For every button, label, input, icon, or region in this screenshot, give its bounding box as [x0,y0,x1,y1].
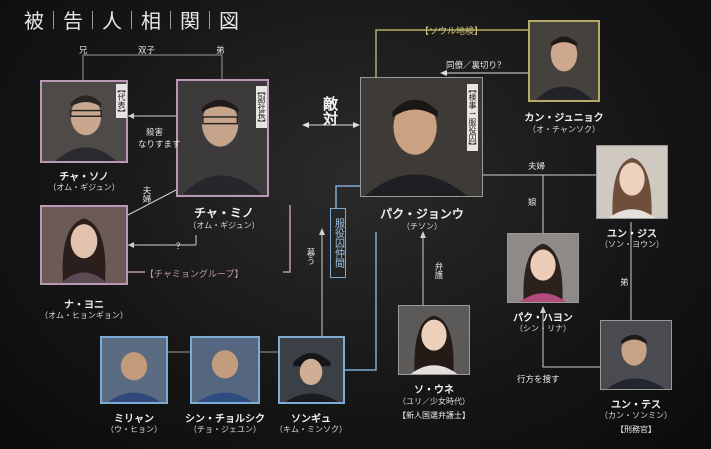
cha-sono-actor: （オム・ギジュン） [48,183,120,192]
title-char: 図 [219,9,239,33]
younger-brother-right-label: 弟 [620,278,629,288]
so-une-role: 【新人国選弁護士】 [398,411,470,420]
park-jeongwoo-name: パク・ジョンウ [380,207,464,221]
impersonate-label: なりすます [138,140,181,150]
park-jeongwoo-role: 【検事→服役囚】 [467,84,478,151]
yoon-teosu-name: ユン・テス [611,400,661,411]
park-jeongwoo-portrait [360,77,483,197]
cha-sono-role: 【代表】 [116,84,127,118]
twins-label: 双子 [138,46,156,56]
yoon-teosu-portrait [600,320,672,390]
cha-mino-role: 【副社長】 [256,86,267,128]
park-hayeon-portrait [507,233,579,303]
songyu-portrait [278,336,345,404]
title-char: 人 [102,9,122,33]
inmate-bracket-right [345,232,377,371]
na-yoni-name: ナ・ヨニ [64,300,104,311]
kang-junhyeok-name: カン・ジュニョク [524,113,604,124]
title-char: 被 [24,9,44,33]
admire-label: 慕う [305,248,315,265]
miryang-name: ミリャン [114,414,154,425]
yoon-jisu-actor: （ソン・ヨウン） [600,240,664,249]
so-une-name: ソ・ウネ [414,385,454,396]
miryang-portrait [100,336,168,404]
murder-label: 殺害 [146,128,164,138]
cha-mino-actor: （オム・ギジュン） [188,221,260,230]
question-label: ？ [176,242,185,252]
cha-mino-portrait [176,79,269,197]
cha-mino-name: チャ・ミノ [194,206,254,220]
na-yoni-actor: （オム・ヒョンギョン） [40,311,128,320]
seoul-prosecutor-tag: 【ソウル地検】 [420,27,484,37]
elder-brother-label: 兄 [79,46,88,56]
na-yoni-portrait [40,205,128,285]
younger-brother-label: 弟 [216,46,225,56]
couple-line-left [127,189,177,216]
cha-sono-name: チャ・ソノ [59,172,109,183]
yoon-jisu-name: ユン・ジス [607,229,657,240]
daughter-label: 娘 [528,198,537,208]
enemy-label-1: 敵対 [321,96,339,126]
so-une-portrait [398,305,470,375]
shin-cheolsik-name: シン・チョルシク [185,414,265,425]
miryang-actor: （ウ・ヒョン） [106,425,162,434]
yoon-jisu-portrait [596,145,668,219]
kang-junhyeok-portrait [528,20,600,102]
cha-group-tag: 【チャミョングループ】 [145,270,244,280]
couple-right-label: 夫婦 [528,162,546,172]
kang-junhyeok-actor: （オ・チャンソク） [528,125,600,134]
title-char: 関 [180,9,200,33]
colleague-label: 同僚／裏切り？ [446,61,506,71]
songyu-name: ソンギュ [291,414,331,425]
inmate-bracket-top [335,185,360,208]
yoon-teosu-actor: （カン・ソンミン） [600,411,672,420]
cha-sono-portrait [40,80,128,163]
title-char: 告 [63,9,83,33]
songyu-actor: （キム・ミンソク） [275,425,347,434]
search-arrow [542,310,600,368]
shin-cheolsik-portrait [190,336,260,404]
yoon-teosu-role: 【刑務官】 [616,425,656,434]
park-jeongwoo-actor: （チソン） [402,222,442,231]
couple-left-label: 夫婦 [141,186,151,203]
title-char: 相 [141,9,161,33]
search-label: 行方を捜す [517,375,560,385]
inmate-fellows-tag: 服役囚仲間 [330,208,346,278]
so-une-actor: （ユリ／少女時代） [398,397,470,406]
defense-label: 弁護 [433,262,443,279]
seoul-prosecutor-line [375,29,528,77]
park-hayeon-actor: （シン・リナ） [515,324,571,333]
park-hayeon-name: パク・ハヨン [513,313,573,324]
diagram-title: 被 告 人 相 関 図 [24,5,239,34]
shin-cheolsik-actor: （チョ・ジェユン） [189,425,261,434]
twins-line [82,54,223,80]
